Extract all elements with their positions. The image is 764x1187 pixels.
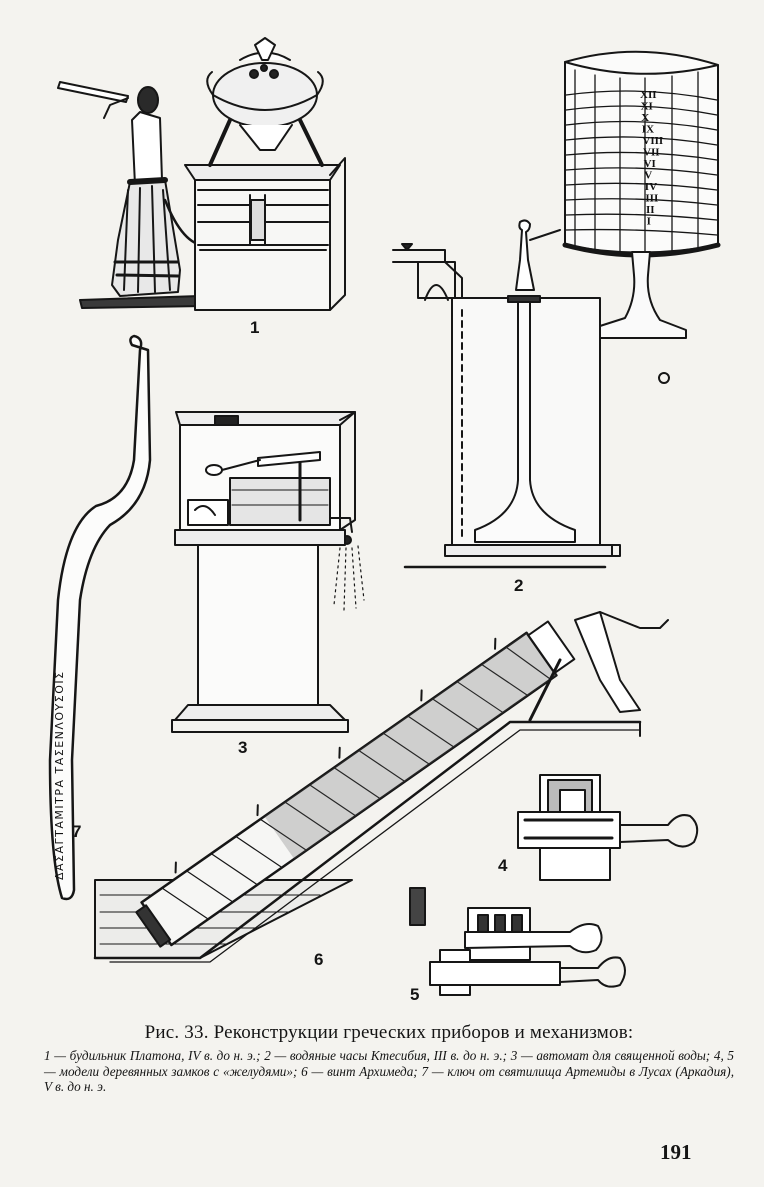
clock-hour-X: X [641,112,649,124]
clock-hour-III: III [645,193,658,205]
clock-hour-VIII: VIII [642,135,663,147]
label-fig-5: 5 [410,985,420,1004]
clock-hour-XI: XI [641,101,653,113]
holy-water-automaton-drawing [171,411,365,733]
clock-hour-XII: XII [640,89,657,101]
clock-hour-V: V [644,170,652,182]
archimedes-screw-drawing [93,611,669,963]
artemis-temple-key-drawing [48,334,152,901]
clock-hour-VI: VI [644,158,656,170]
page-number: 191 [660,1140,692,1164]
label-fig-1: 1 [250,318,260,337]
label-fig-6: 6 [314,950,324,969]
plato-alarm-clock-drawing [57,37,346,311]
label-fig-3: 3 [238,738,248,757]
ctesibius-water-clock-drawing [392,50,721,569]
label-fig-7: 7 [72,822,82,841]
label-fig-4: 4 [498,856,508,875]
wooden-lock-4-drawing [517,774,699,881]
clock-hour-IX: IX [642,124,654,136]
key-inscription: ΔΑΣΑΓΤΑΜΙΤΡΑ ΤΑΣΕΝΛΟΥΣΟΙΣ [53,670,66,880]
wooden-lock-5-drawing [409,887,626,996]
clock-hour-VII: VII [643,147,660,159]
clock-hour-II: II [646,204,655,216]
clock-hour-IV: IV [645,181,657,193]
clock-hour-I: I [647,216,651,228]
figure-caption: Рис. 33. Реконструкции греческих приборо… [44,1022,734,1095]
label-fig-2: 2 [514,576,524,595]
caption-title: Рис. 33. Реконструкции греческих приборо… [144,1022,634,1043]
caption-body: 1 — будильник Платона, IV в. до н. э.; 2… [44,1048,734,1094]
